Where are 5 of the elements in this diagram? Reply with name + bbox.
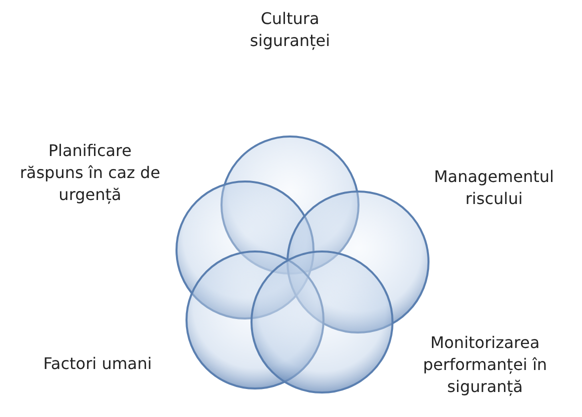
circle-label: Cultura siguranței bbox=[248, 8, 332, 52]
circle-label: Factori umani bbox=[42, 353, 153, 375]
circle-label: Planificare răspuns în caz de urgență bbox=[18, 140, 162, 206]
circle-label: Monitorizarea performanței în siguranță bbox=[422, 332, 548, 398]
circle-label: Managementul riscului bbox=[433, 166, 555, 210]
